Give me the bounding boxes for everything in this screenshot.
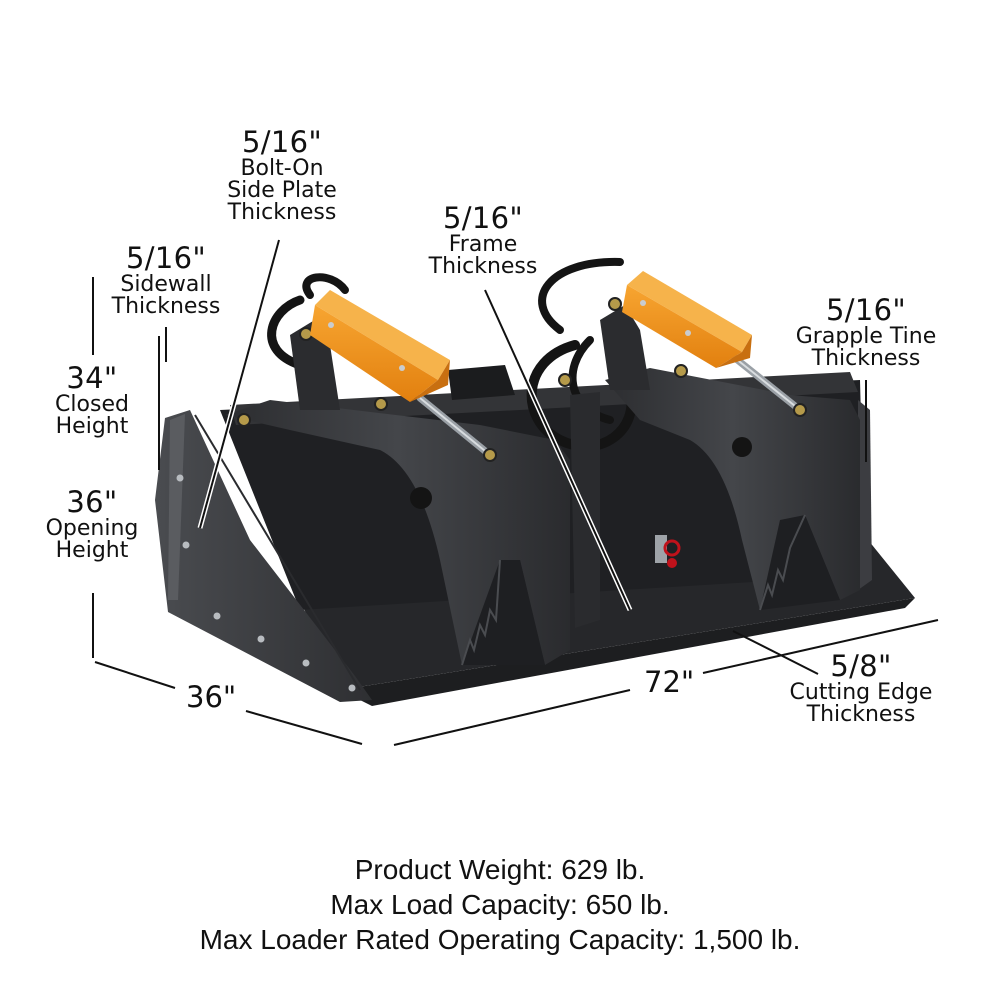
right-upright <box>600 305 650 390</box>
callout-closed-height: 34" Closed Height <box>36 361 148 440</box>
step-plate <box>448 365 515 400</box>
callout-cutting-edge: 5/8" Cutting Edge Thickness <box>776 649 946 728</box>
right-sidewall <box>858 400 872 590</box>
callout-desc-line: Height <box>55 538 129 564</box>
pivot-pins <box>237 297 807 462</box>
callout-desc-line: Closed <box>55 391 129 417</box>
spec-product-weight: Product Weight: 629 lb. <box>354 854 646 885</box>
callout-desc-line: Thickness <box>227 200 337 226</box>
cylinder-guard-right <box>622 271 752 368</box>
callout-leaders <box>92 239 939 746</box>
callout-value: 5/8" <box>830 649 892 683</box>
left-grapple-tine <box>225 400 570 666</box>
callout-desc-line: Thickness <box>806 702 916 728</box>
callout-desc-line: Height <box>55 414 129 440</box>
callout-opening-height: 36" Opening Height <box>32 485 152 564</box>
callout-value: 5/16" <box>826 293 906 327</box>
callout-value: 5/16" <box>126 241 206 275</box>
side-plate-bolts <box>176 474 356 692</box>
left-sidewall <box>155 410 372 702</box>
dimension-width: 72" <box>644 665 695 699</box>
hydraulic-hoses <box>267 257 637 452</box>
callout-desc-line: Frame <box>448 231 518 257</box>
callout-desc-line: Thickness <box>111 294 221 320</box>
callout-desc-line: Bolt-On <box>240 155 324 181</box>
callout-value: 34" <box>66 361 118 395</box>
spec-max-load-capacity: Max Load Capacity: 650 lb. <box>330 889 670 920</box>
callout-desc-line: Thickness <box>428 254 538 280</box>
hydraulic-cylinders <box>416 354 804 459</box>
dimension-depth: 36" <box>186 680 237 714</box>
callout-value: 5/16" <box>443 201 523 235</box>
callout-desc-line: Side Plate <box>227 178 337 204</box>
callout-grapple-tine: 5/16" Grapple Tine Thickness <box>786 293 946 372</box>
spec-max-loader-roc: Max Loader Rated Operating Capacity: 1,5… <box>199 924 801 955</box>
cylinder-guard-left <box>310 290 450 402</box>
callout-bolt-on-side-plate: 5/16" Bolt-On Side Plate Thickness <box>212 125 352 226</box>
callout-desc-line: Thickness <box>811 346 921 372</box>
callout-desc-line: Opening <box>45 515 139 541</box>
callout-frame: 5/16" Frame Thickness <box>413 201 553 280</box>
callout-desc-line: Grapple Tine <box>795 323 937 349</box>
callout-sidewall: 5/16" Sidewall Thickness <box>96 241 236 320</box>
callout-desc-line: Sidewall <box>120 271 212 297</box>
hydraulic-coupler <box>655 535 681 568</box>
callout-value: 36" <box>66 485 118 519</box>
callout-desc-line: Cutting Edge <box>789 679 933 705</box>
callout-value: 5/16" <box>242 125 322 159</box>
spec-list: Product Weight: 629 lb. Max Load Capacit… <box>0 852 1000 957</box>
right-grapple-tine <box>605 368 860 611</box>
